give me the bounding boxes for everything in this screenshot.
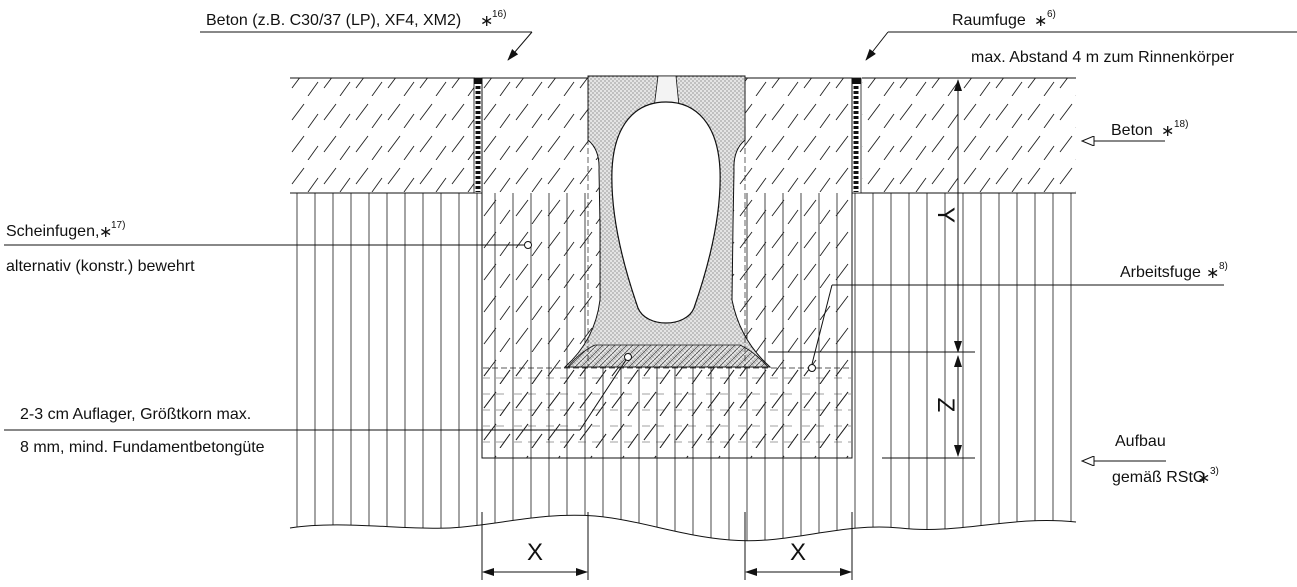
label-scheinfugen: Scheinfugen, (6, 223, 99, 240)
svg-text:6): 6) (1047, 9, 1056, 20)
dimension-x-left: X (481, 512, 589, 580)
svg-text:∗: ∗ (480, 13, 493, 30)
label-aufbau-note: gemäß RStO (1112, 469, 1205, 486)
svg-text:18): 18) (1174, 119, 1188, 130)
svg-text:3): 3) (1210, 466, 1219, 477)
label-scheinfugen-note: alternativ (konstr.) bewehrt (6, 258, 195, 275)
label-aufbau: Aufbau (1115, 433, 1166, 450)
pavement-concrete-left (290, 78, 475, 193)
dimension-x-right-label: X (790, 539, 806, 566)
callout-raumfuge: Raumfuge ∗ 6) max. Abstand 4 m zum Rinne… (865, 9, 1297, 66)
label-auflager-line2: 8 mm, mind. Fundamentbetongüte (20, 439, 265, 456)
svg-text:17): 17) (111, 220, 125, 231)
callout-arbeitsfuge: Arbeitsfuge ∗ 8) (808, 261, 1228, 372)
label-raumfuge: Raumfuge (952, 12, 1026, 29)
svg-text:8): 8) (1219, 261, 1228, 272)
callout-scheinfugen: Scheinfugen, ∗ 17) alternativ (konstr.) … (4, 220, 532, 275)
callout-beton-right: Beton ∗ 18) (1082, 119, 1188, 141)
callout-aufbau: Aufbau gemäß RStO ∗ 3) (1082, 433, 1219, 487)
label-raumfuge-note: max. Abstand 4 m zum Rinnenkörper (971, 49, 1235, 66)
dimension-y-label: Y (932, 207, 959, 223)
dimension-x-right: X (744, 512, 853, 580)
dimension-z-label: Z (932, 398, 959, 413)
pavement-concrete-right (862, 78, 1076, 193)
svg-text:∗: ∗ (99, 224, 112, 241)
label-auflager-line1: 2-3 cm Auflager, Größtkorn max. (20, 406, 251, 423)
label-beton-top: Beton (z.B. C30/37 (LP), XF4, XM2) (206, 12, 461, 29)
svg-text:∗: ∗ (1034, 13, 1047, 30)
expansion-joint-left (473, 77, 483, 194)
expansion-joint-right (851, 77, 862, 194)
svg-text:∗: ∗ (1161, 123, 1174, 140)
svg-text:16): 16) (492, 9, 506, 20)
foundation-base-zone (483, 368, 851, 457)
channel-cavity (611, 101, 721, 324)
dimension-y: Y (932, 79, 962, 353)
dimension-z: Z (768, 351, 975, 459)
callout-beton-top: Beton (z.B. C30/37 (LP), XF4, XM2) ∗ 16) (200, 9, 533, 61)
bedding-layer (567, 344, 769, 368)
dimension-x-left-label: X (527, 539, 543, 566)
label-arbeitsfuge: Arbeitsfuge (1120, 264, 1201, 281)
callout-auflager: 2-3 cm Auflager, Größtkorn max. 8 mm, mi… (4, 353, 632, 456)
label-beton-right: Beton (1111, 122, 1153, 139)
svg-text:∗: ∗ (1197, 470, 1210, 487)
svg-text:∗: ∗ (1206, 265, 1219, 282)
subgrade-bottom-edge (289, 514, 1077, 542)
